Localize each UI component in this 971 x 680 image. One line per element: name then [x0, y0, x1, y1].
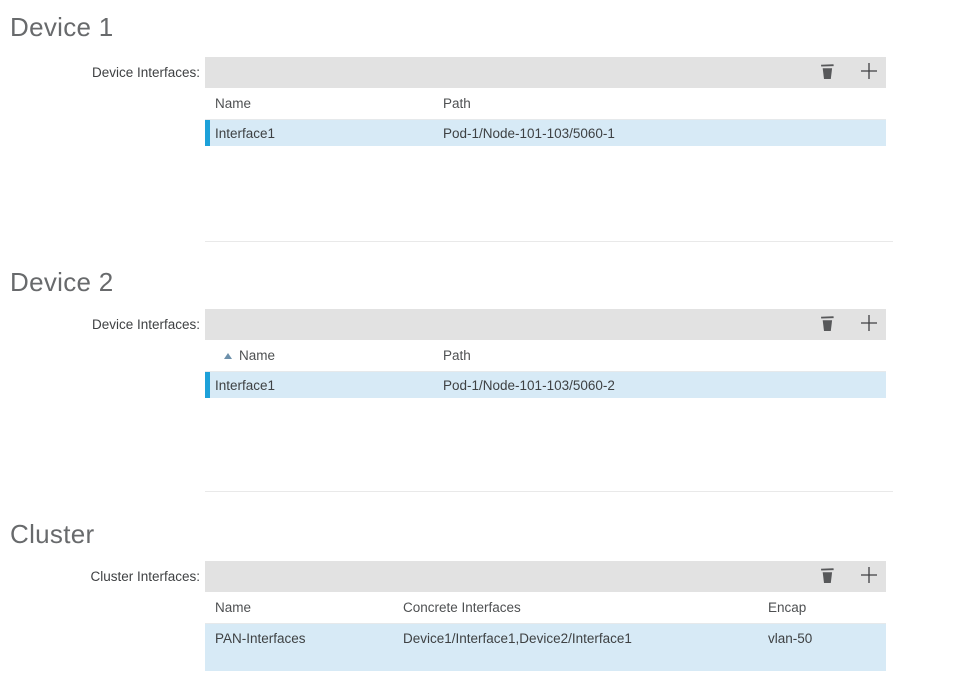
plus-icon [860, 62, 878, 83]
cell-path: Pod-1/Node-101-103/5060-1 [443, 125, 615, 141]
device1-interfaces-field: Device Interfaces: Name [0, 57, 971, 146]
device2-interfaces-field: Device Interfaces: [0, 309, 971, 398]
column-header-path[interactable]: Path [433, 96, 886, 111]
trash-icon [820, 314, 835, 335]
column-header-label: Path [443, 96, 471, 111]
column-header-label: Path [443, 348, 471, 363]
column-header-encap[interactable]: Encap [758, 600, 886, 615]
column-header-path[interactable]: Path [433, 348, 886, 363]
delete-button[interactable] [817, 561, 837, 592]
column-header-name-sorted[interactable]: Name [205, 348, 433, 363]
cluster-interfaces-field: Cluster Interfaces: Name [0, 561, 971, 671]
cell-concrete-interfaces: Device1/Interface1,Device2/Interface1 [403, 631, 632, 646]
cell-name: Interface1 [215, 377, 276, 393]
column-header-name[interactable]: Name [205, 600, 393, 615]
device-interfaces-label: Device Interfaces: [91, 65, 200, 80]
cell-name: Interface1 [215, 125, 276, 141]
device-interfaces-label: Device Interfaces: [91, 317, 200, 332]
column-header-label: Concrete Interfaces [403, 600, 521, 615]
table-toolbar [205, 309, 886, 340]
table-row[interactable]: Interface1 Pod-1/Node-101-103/5060-2 [205, 372, 886, 398]
section-title-device-1: Device 1 [10, 12, 114, 42]
delete-button[interactable] [817, 309, 837, 340]
table-toolbar [205, 57, 886, 88]
plus-icon [860, 566, 878, 587]
column-header-concrete-interfaces[interactable]: Concrete Interfaces [393, 600, 758, 615]
table-header-row: Name Path [205, 340, 886, 372]
cluster-interfaces-table: Name Concrete Interfaces Encap PAN-Inter… [205, 561, 886, 671]
column-header-label: Name [239, 348, 276, 363]
table-row[interactable]: Interface1 Pod-1/Node-101-103/5060-1 [205, 120, 886, 146]
cell-name: PAN-Interfaces [215, 631, 306, 646]
column-header-label: Name [215, 96, 252, 111]
cell-encap: vlan-50 [768, 631, 813, 646]
add-button[interactable] [858, 561, 880, 592]
table-row[interactable]: PAN-Interfaces Device1/Interface1,Device… [205, 624, 886, 671]
column-header-name[interactable]: Name [205, 96, 433, 111]
cluster-interfaces-label: Cluster Interfaces: [90, 569, 200, 584]
plus-icon [860, 314, 878, 335]
column-header-label: Name [215, 600, 252, 615]
sort-ascending-icon [224, 352, 232, 359]
cell-path: Pod-1/Node-101-103/5060-2 [443, 377, 615, 393]
section-title-cluster: Cluster [10, 519, 95, 549]
delete-button[interactable] [817, 57, 837, 88]
add-button[interactable] [858, 309, 880, 340]
column-header-label: Encap [768, 600, 807, 615]
section-divider [205, 241, 893, 242]
device2-interfaces-table: Name Path Interface1 Pod-1/Node-101-103/… [205, 309, 886, 398]
trash-icon [820, 62, 835, 83]
table-header-row: Name Concrete Interfaces Encap [205, 592, 886, 624]
section-divider [205, 491, 893, 492]
table-toolbar [205, 561, 886, 592]
section-title-device-2: Device 2 [10, 267, 114, 297]
add-button[interactable] [858, 57, 880, 88]
device1-interfaces-table: Name Path Interface1 Pod-1/Node-101-103/… [205, 57, 886, 146]
table-header-row: Name Path [205, 88, 886, 120]
trash-icon [820, 566, 835, 587]
